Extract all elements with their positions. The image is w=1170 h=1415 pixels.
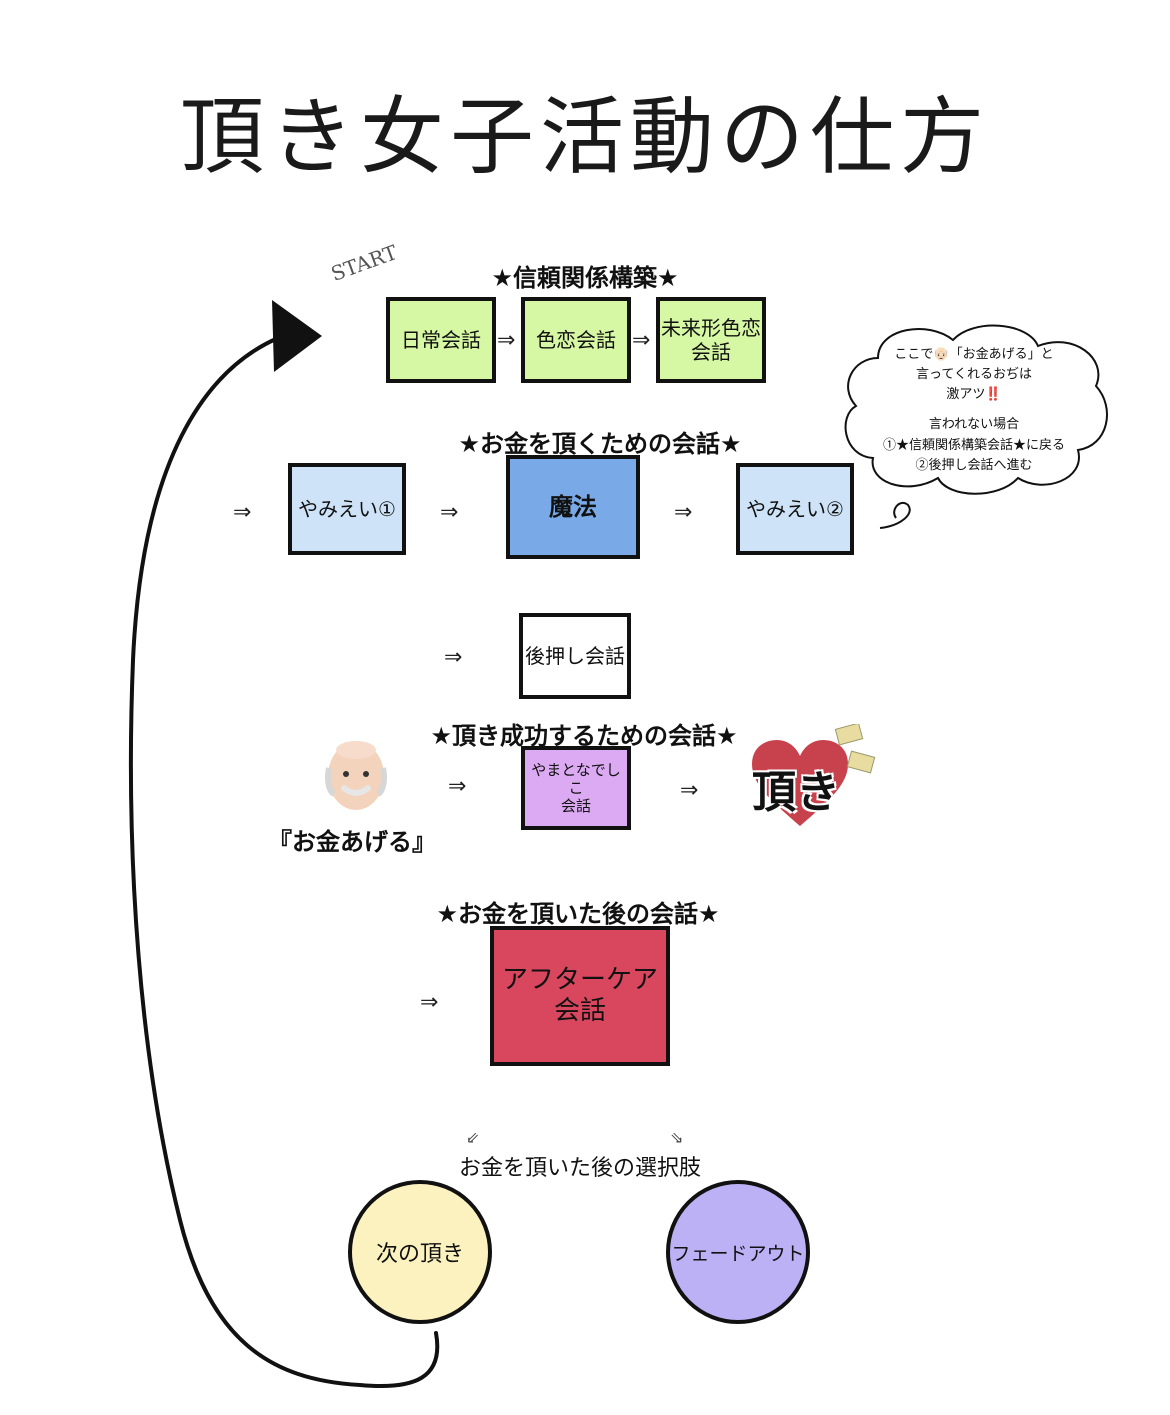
money-icon: [835, 724, 876, 774]
box-aftercare-talk: アフターケア 会話: [490, 926, 670, 1066]
box-yamie-2: やみえい②: [736, 463, 854, 555]
arrow: ⇒: [420, 990, 439, 1015]
bubble-line: ②後押し会話へ進む: [915, 457, 1033, 473]
section-success-talk: ★頂き成功するための会話★: [430, 722, 738, 750]
arrow: ⇒: [680, 778, 699, 803]
choice-fadeout: フェードアウト: [666, 1180, 810, 1324]
choice-label: お金を頂いた後の選択肢: [458, 1156, 701, 1181]
box-yamie-1: やみえい①: [288, 463, 406, 555]
exclamation-icon: ‼️: [985, 387, 1002, 403]
thought-bubble: [844, 324, 1108, 495]
old-man-quote: 『お金あげる』: [268, 828, 436, 856]
bubble-line: ここで👴🏻「お金あげる」と: [894, 347, 1054, 362]
arrow-head-icon: [272, 300, 322, 372]
arrow: ⇒: [233, 500, 252, 525]
page-title: 頂き女子活動の仕方: [179, 88, 990, 186]
box-magic: 魔法: [506, 455, 640, 559]
box-romance-talk: 色恋会話: [521, 297, 631, 383]
box-push-talk: 後押し会話: [519, 613, 631, 699]
bubble-line: ①★信頼関係構築会話★に戻る: [882, 437, 1065, 453]
arrow: ⇒: [632, 328, 651, 353]
arrow: ⇒: [448, 774, 467, 799]
arrow-down-right-icon: ⇘: [670, 1128, 684, 1147]
bubble-line-text: 激アツ: [946, 387, 986, 403]
bubble-line: 激アツ‼️: [858, 385, 1090, 405]
itadaki-sticker-text: 頂き: [752, 767, 840, 818]
arrow-down-left-icon: ⇙: [466, 1128, 480, 1147]
arrow: ⇒: [497, 328, 516, 353]
arrow: ⇒: [674, 500, 693, 525]
arrow: ⇒: [444, 645, 463, 670]
section-trust: ★信頼関係構築★: [491, 264, 679, 292]
box-daily-talk: 日常会話: [386, 297, 496, 383]
section-after-talk: ★お金を頂いた後の会話★: [436, 900, 720, 928]
arrow: ⇒: [440, 500, 459, 525]
bubble-line: 言われない場合: [928, 417, 1020, 433]
box-yamato-nadeshiko-talk: やまとなでしこ 会話: [521, 746, 631, 830]
bubble-line: 言ってくれるおぢは: [916, 367, 1032, 383]
box-future-romance-talk: 未来形色恋 会話: [656, 297, 766, 383]
section-money-talk: ★お金を頂くための会話★: [458, 430, 742, 458]
thought-bubble-text: ここで👴🏻「お金あげる」と 言ってくれるおぢは 激アツ‼️ 言われない場合 ①★…: [858, 345, 1090, 476]
heart-icon: [752, 740, 848, 826]
choice-next-itadaki: 次の頂き: [348, 1180, 492, 1324]
old-man-icon: [324, 741, 388, 810]
